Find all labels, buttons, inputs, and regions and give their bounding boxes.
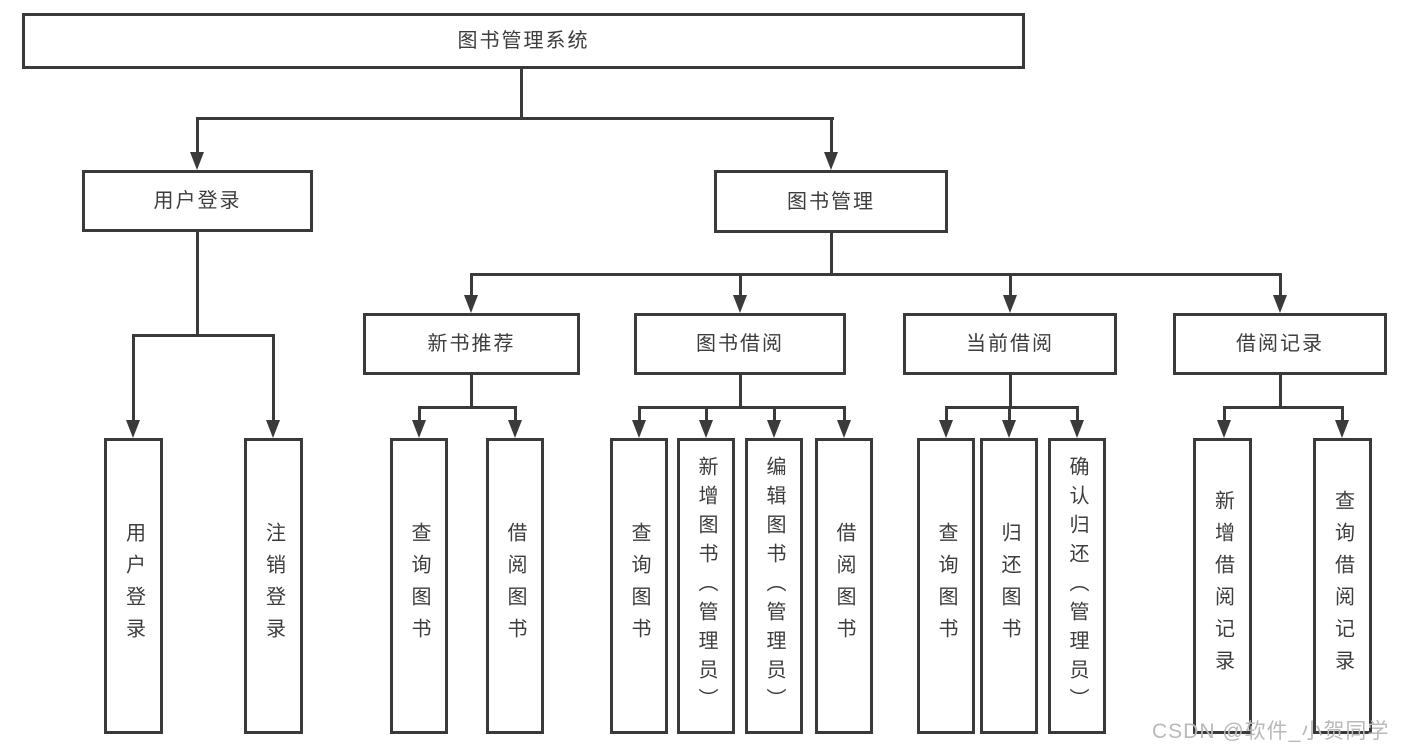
connector-arm-edit-books (773, 406, 776, 422)
connector-arm-current-borrow (1009, 273, 1012, 297)
connector-borrow-records-bar (1223, 406, 1344, 409)
connector-arm-add-books (705, 406, 708, 422)
leaf-query-borrow-record: 查询借阅记录 (1313, 438, 1372, 734)
arrowhead-edit-books (767, 420, 781, 438)
node-current-borrow-label: 当前借阅 (966, 333, 1054, 355)
connector-new-books-bar (418, 406, 517, 409)
arrowhead-query-borrow-record (1335, 420, 1349, 438)
leaf-add-books-admin: 新增图书（管理员） (677, 438, 735, 734)
leaf-query-books-b-label: 查询图书 (628, 522, 650, 650)
arrowhead-book-borrow (733, 295, 747, 313)
connector-arm-query-books-a (418, 406, 421, 422)
arrowhead-borrow-records (1273, 295, 1287, 313)
leaf-query-books-a: 查询图书 (390, 438, 448, 734)
leaf-borrow-books-a-label: 借阅图书 (504, 522, 526, 650)
arrowhead-return-books (1002, 420, 1016, 438)
connector-new-books-stem (470, 375, 473, 406)
arrowhead-book-mgmt (824, 152, 838, 170)
node-book-mgmt: 图书管理 (714, 170, 948, 233)
node-borrow-records-label: 借阅记录 (1236, 333, 1324, 355)
leaf-query-books-a-label: 查询图书 (408, 522, 430, 650)
node-book-mgmt-label: 图书管理 (787, 190, 875, 213)
leaf-add-borrow-record: 新增借阅记录 (1193, 438, 1252, 734)
node-root-system: 图书管理系统 (22, 13, 1025, 69)
connector-book-mgmt-stem (830, 233, 833, 273)
leaf-add-books-admin-label: 新增图书（管理员） (695, 455, 717, 717)
connector-arm-confirm-return (1076, 406, 1079, 422)
arrowhead-query-books-b (632, 420, 646, 438)
arrowhead-current-borrow (1003, 295, 1017, 313)
connector-root-stem (520, 69, 523, 117)
leaf-edit-books-admin: 编辑图书（管理员） (745, 438, 803, 734)
connector-arm-leaf-user-login (132, 334, 135, 422)
arrowhead-user-login (190, 152, 204, 170)
connector-book-mgmt-bar (470, 273, 1281, 276)
connector-arm-book-mgmt (830, 117, 833, 153)
connector-root-bar (196, 117, 834, 120)
connector-arm-leaf-logout (272, 334, 275, 422)
connector-user-login-stem (196, 232, 199, 334)
arrowhead-borrow-books-a (508, 420, 522, 438)
leaf-query-books-b: 查询图书 (610, 438, 668, 734)
leaf-logout-label: 注销登录 (262, 522, 285, 650)
node-new-books-label: 新书推荐 (427, 333, 516, 355)
node-current-borrow: 当前借阅 (903, 313, 1117, 375)
leaf-add-borrow-record-label: 新增借阅记录 (1211, 490, 1234, 682)
connector-arm-book-borrow (739, 273, 742, 297)
node-book-borrow-label: 图书借阅 (696, 333, 784, 355)
node-book-borrow: 图书借阅 (634, 313, 846, 375)
leaf-user-login-label: 用户登录 (122, 522, 145, 650)
connector-arm-borrow-records (1279, 273, 1282, 297)
leaf-return-books: 归还图书 (980, 438, 1038, 734)
arrowhead-query-books-a (412, 420, 426, 438)
connector-arm-borrow-books-a (514, 406, 517, 422)
arrowhead-borrow-books-b (837, 420, 851, 438)
connector-arm-query-books-b (638, 406, 641, 422)
connector-arm-query-books-c (945, 406, 948, 422)
leaf-query-books-c-label: 查询图书 (935, 522, 957, 650)
leaf-logout: 注销登录 (244, 438, 303, 734)
leaf-borrow-books-b: 借阅图书 (815, 438, 873, 734)
arrowhead-leaf-user-login (126, 420, 140, 438)
node-root-label: 图书管理系统 (457, 30, 590, 52)
connector-book-borrow-stem (739, 375, 742, 406)
connector-borrow-records-stem (1279, 375, 1282, 406)
node-user-login: 用户登录 (82, 170, 313, 232)
arrowhead-query-books-c (939, 420, 953, 438)
connector-arm-new-books (470, 273, 473, 297)
connector-arm-add-borrow-record (1223, 406, 1226, 422)
arrowhead-leaf-logout (266, 420, 280, 438)
leaf-query-books-c: 查询图书 (917, 438, 975, 734)
connector-arm-borrow-books-b (843, 406, 846, 422)
leaf-return-books-label: 归还图书 (998, 522, 1020, 650)
connector-arm-query-borrow-record (1341, 406, 1344, 422)
connector-user-login-bar (132, 334, 275, 337)
leaf-confirm-return-admin-label: 确认归还（管理员） (1066, 455, 1088, 717)
arrowhead-confirm-return (1070, 420, 1084, 438)
arrowhead-add-borrow-record (1217, 420, 1231, 438)
arrowhead-add-books (699, 420, 713, 438)
arrowhead-new-books (464, 295, 478, 313)
connector-arm-user-login (196, 117, 199, 153)
leaf-user-login: 用户登录 (104, 438, 163, 734)
connector-current-borrow-bar (945, 406, 1079, 409)
connector-book-borrow-bar (638, 406, 846, 409)
connector-arm-return-books (1008, 406, 1011, 422)
leaf-borrow-books-b-label: 借阅图书 (833, 522, 855, 650)
csdn-watermark: CSDN @软件_小贺同学 (1152, 720, 1390, 743)
leaf-query-borrow-record-label: 查询借阅记录 (1331, 490, 1354, 682)
leaf-confirm-return-admin: 确认归还（管理员） (1048, 438, 1106, 734)
node-new-books: 新书推荐 (363, 313, 580, 375)
node-user-login-label: 用户登录 (153, 190, 242, 212)
leaf-borrow-books-a: 借阅图书 (486, 438, 544, 734)
connector-current-borrow-stem (1009, 375, 1012, 406)
node-borrow-records: 借阅记录 (1173, 313, 1387, 375)
leaf-edit-books-admin-label: 编辑图书（管理员） (763, 455, 785, 717)
